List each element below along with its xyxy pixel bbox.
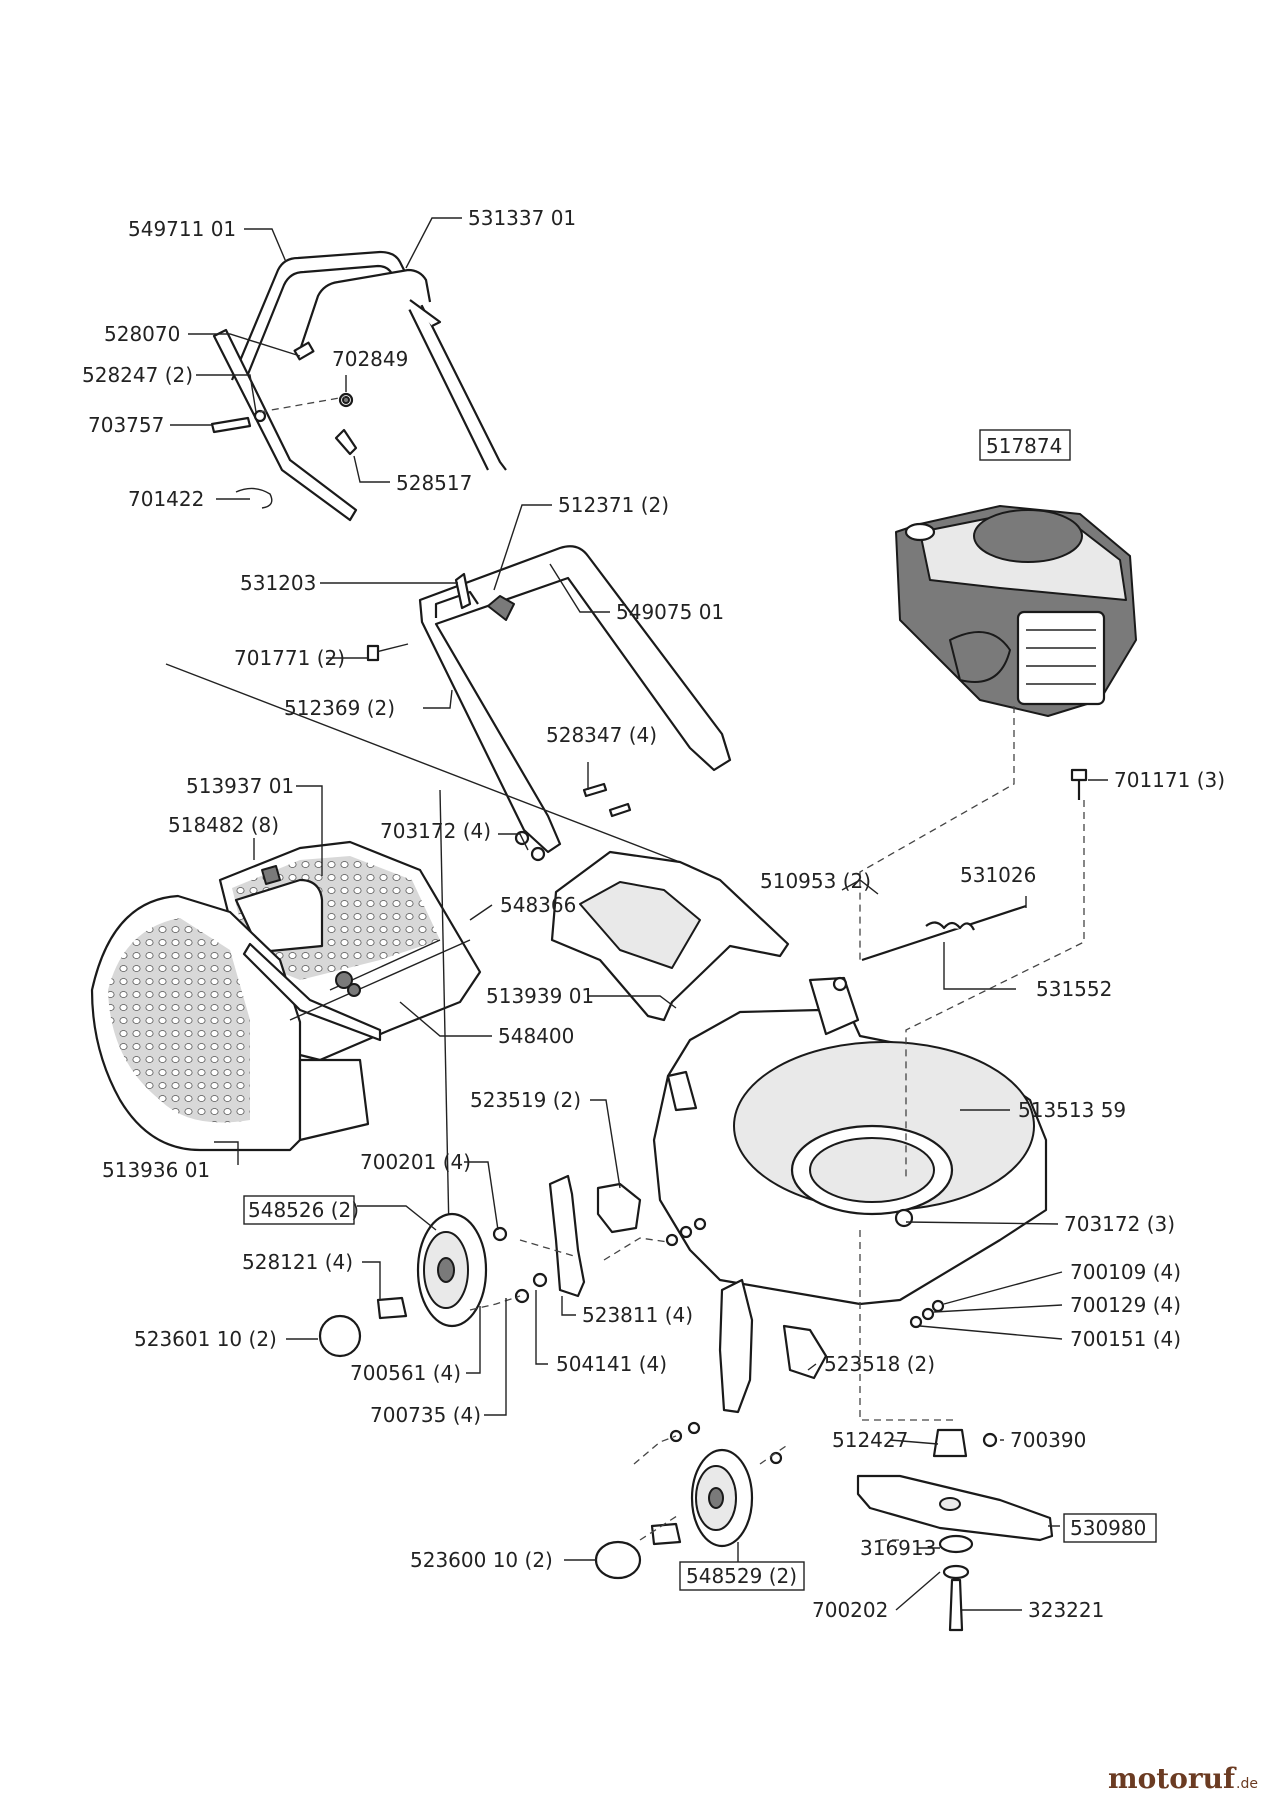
label-528347: 528347 (4) xyxy=(546,723,657,747)
support-rod-line xyxy=(165,663,691,867)
label-700390: 700390 xyxy=(1010,1428,1086,1452)
label-700735: 700735 (4) xyxy=(370,1403,481,1427)
bolt-701171-part xyxy=(1070,768,1088,800)
blade-assembly-part xyxy=(856,1428,1054,1632)
label-530980: 530980 xyxy=(1070,1516,1146,1540)
label-513937: 513937 01 xyxy=(186,774,294,798)
mower-deck-part xyxy=(652,976,1048,1306)
label-510953: 510953 (2) xyxy=(760,869,871,893)
label-703172b: 703172 (3) xyxy=(1064,1212,1175,1236)
label-528121: 528121 (4) xyxy=(242,1250,353,1274)
label-517874: 517874 xyxy=(986,434,1062,458)
lower-handle-part xyxy=(366,545,732,862)
label-528517: 528517 xyxy=(396,471,472,495)
label-504141: 504141 (4) xyxy=(556,1352,667,1376)
part-number-labels: 549711 01 531337 01 528070 528247 (2) 70… xyxy=(82,206,1225,1622)
grass-bag-part xyxy=(90,894,382,1152)
label-701171: 701171 (3) xyxy=(1114,768,1225,792)
label-549075: 549075 01 xyxy=(616,600,724,624)
label-513936: 513936 01 xyxy=(102,1158,210,1182)
box-548529 xyxy=(679,1561,805,1591)
label-528070: 528070 xyxy=(104,322,180,346)
label-523518: 523518 (2) xyxy=(824,1352,935,1376)
label-700129: 700129 (4) xyxy=(1070,1293,1181,1317)
leader-lines xyxy=(170,217,1108,1611)
label-548400: 548400 xyxy=(498,1024,574,1048)
label-528247: 528247 (2) xyxy=(82,363,193,387)
upper-handle-part xyxy=(210,250,507,522)
label-531026: 531026 xyxy=(960,863,1036,887)
label-700201: 700201 (4) xyxy=(360,1150,471,1174)
assembly-guide-lines xyxy=(469,706,1085,1541)
label-523600: 523600 10 (2) xyxy=(410,1548,553,1572)
label-700151: 700151 (4) xyxy=(1070,1327,1181,1351)
label-548529: 548529 (2) xyxy=(686,1564,797,1588)
watermark-brand: motoruf xyxy=(1108,1762,1237,1795)
box-530980 xyxy=(1063,1513,1157,1543)
label-548366: 548366 xyxy=(500,893,576,917)
label-701422: 701422 xyxy=(128,487,204,511)
label-531552: 531552 xyxy=(1036,977,1112,1001)
label-531203: 531203 xyxy=(240,571,316,595)
label-701771: 701771 (2) xyxy=(234,646,345,670)
label-523601: 523601 10 (2) xyxy=(134,1327,277,1351)
box-517874 xyxy=(979,429,1071,461)
rear-wheel-part xyxy=(318,1212,488,1358)
label-518482: 518482 (8) xyxy=(168,813,279,837)
label-531337: 531337 01 xyxy=(468,206,576,230)
watermark: motoruf .de xyxy=(1108,1762,1258,1795)
washers-part xyxy=(492,1217,945,1465)
label-316913: 316913 xyxy=(860,1536,936,1560)
watermark-suffix: .de xyxy=(1236,1776,1258,1792)
bag-rod-part xyxy=(289,939,471,1021)
label-549711: 549711 01 xyxy=(128,217,236,241)
rear-flap-part xyxy=(550,850,790,1022)
label-548526: 548526 (2) xyxy=(248,1198,359,1222)
label-702849: 702849 xyxy=(332,347,408,371)
box-548526 xyxy=(243,1195,355,1225)
label-512427: 512427 xyxy=(832,1428,908,1452)
label-700109: 700109 (4) xyxy=(1070,1260,1181,1284)
label-523519: 523519 (2) xyxy=(470,1088,581,1112)
label-703172a: 703172 (4) xyxy=(380,819,491,843)
label-700561: 700561 (4) xyxy=(350,1361,461,1385)
label-700202: 700202 xyxy=(812,1598,888,1622)
label-513513: 513513 59 xyxy=(1018,1098,1126,1122)
label-512369: 512369 (2) xyxy=(284,696,395,720)
label-513939: 513939 01 xyxy=(486,984,594,1008)
engine-part xyxy=(895,505,1137,717)
grass-bag-frame-part xyxy=(218,840,482,1062)
label-512371: 512371 (2) xyxy=(558,493,669,517)
axle-rod-part xyxy=(832,904,1027,992)
label-523811: 523811 (4) xyxy=(582,1303,693,1327)
front-wheel-part xyxy=(594,1448,754,1580)
label-703757: 703757 xyxy=(88,413,164,437)
label-323221: 323221 xyxy=(1028,1598,1104,1622)
